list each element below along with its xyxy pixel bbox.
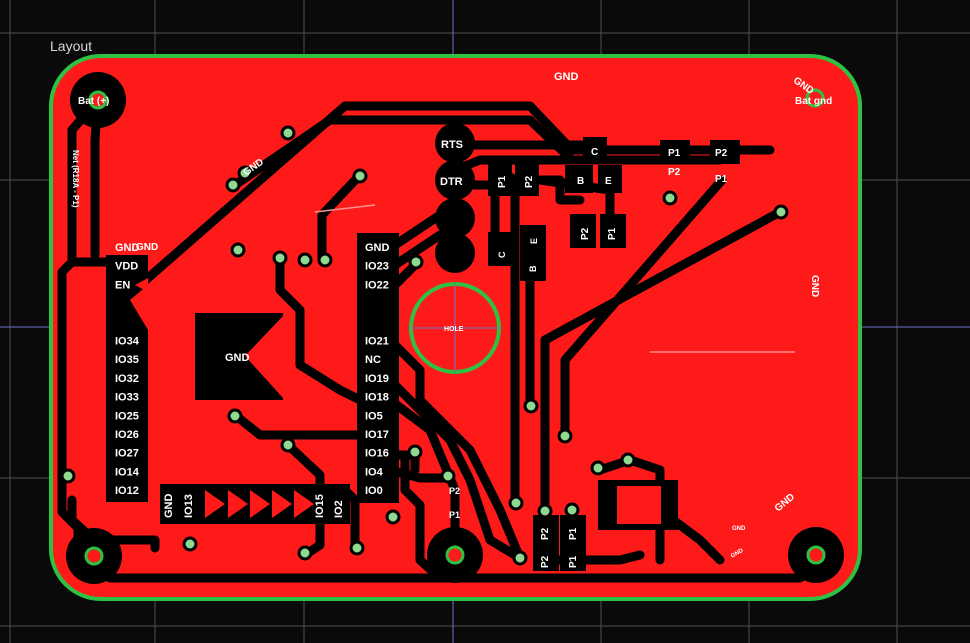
label-p2-v: P2 <box>524 175 535 188</box>
left-pin-io34: IO34 <box>115 336 140 348</box>
right-pin-io19: IO19 <box>365 373 389 385</box>
label-gnd-small1: GND <box>732 526 746 532</box>
ic-chip <box>598 480 678 530</box>
bottom-pin-gnd: GND <box>163 494 175 519</box>
corner-pads <box>66 72 844 584</box>
header-right <box>357 233 399 503</box>
label-gnd-right: GND <box>809 275 820 297</box>
left-pin-io32: IO32 <box>115 373 139 385</box>
label-hole: HOLE <box>444 326 464 333</box>
label-p2-mid: P2 <box>449 486 460 496</box>
left-pin-io12: IO12 <box>115 485 139 497</box>
right-pin-io22: IO22 <box>365 279 389 291</box>
left-pin-io25: IO25 <box>115 410 139 422</box>
right-pin-io4: IO4 <box>365 466 384 478</box>
bottom-pin-io15: IO15 <box>314 494 326 518</box>
bottom-pin-io2: IO2 <box>333 500 345 518</box>
label-c2: C <box>497 251 507 258</box>
right-pin-io17: IO17 <box>365 429 389 441</box>
header-left <box>106 255 148 502</box>
label-gnd-pad: GND <box>225 352 250 364</box>
label-p2-a: P2 <box>540 527 551 540</box>
label-gnd-top: GND <box>554 71 579 83</box>
label-p1-right: P1 <box>715 174 728 185</box>
label-p2-v2: P2 <box>580 227 591 240</box>
label-p2-right: P2 <box>668 167 681 178</box>
left-pin-io27: IO27 <box>115 448 139 460</box>
right-pin-io21: IO21 <box>365 336 389 348</box>
label-p1-c: P1 <box>568 555 579 568</box>
vias <box>60 125 789 566</box>
rts-dtr-pads <box>435 123 475 273</box>
right-pin-gnd: GND <box>365 242 390 254</box>
label-p2-top: P2 <box>715 148 728 159</box>
label-bat-plus: Bat (+) <box>78 96 109 107</box>
left-pin-gnd: GND <box>115 242 140 254</box>
label-p1-v2: P1 <box>607 227 618 240</box>
left-pin-en: EN <box>115 279 130 291</box>
right-pin-io16: IO16 <box>365 448 389 460</box>
mounting-hole <box>409 282 501 374</box>
gnd-pad[interactable] <box>195 313 283 400</box>
label-p1-v: P1 <box>497 175 508 188</box>
left-pin-io35: IO35 <box>115 354 139 366</box>
right-pin-io0: IO0 <box>365 485 383 497</box>
header-bottom <box>160 484 350 524</box>
left-pin-vdd: VDD <box>115 261 138 273</box>
label-rts: RTS <box>441 139 463 151</box>
label-c1: C <box>591 147 598 158</box>
panel-title: Layout <box>50 38 93 54</box>
left-pin-io26: IO26 <box>115 429 139 441</box>
label-e2: E <box>529 238 539 244</box>
left-pin-io33: IO33 <box>115 392 139 404</box>
label-b1: B <box>577 176 584 187</box>
header-left-extra-label: GND <box>136 242 158 253</box>
label-net: Net (R18A - P1) <box>71 150 80 208</box>
label-p2-b: P2 <box>540 555 551 568</box>
label-p1-mid: P1 <box>449 510 460 520</box>
label-bat-gnd: Bat gnd <box>795 96 832 107</box>
transistor-pads <box>488 137 740 571</box>
header-left-labels: GND VDD EN IO34IO35IO32IO33IO25IO26IO27IO14… <box>115 242 140 497</box>
bottom-pin-io13: IO13 <box>183 494 195 518</box>
label-p1-top: P1 <box>668 148 681 159</box>
left-pin-io14: IO14 <box>115 466 140 478</box>
label-e1: E <box>605 176 612 187</box>
label-dtr: DTR <box>440 176 463 188</box>
right-pin-io23: IO23 <box>365 261 389 273</box>
right-pin-io18: IO18 <box>365 392 389 404</box>
label-p1-a: P1 <box>568 527 579 540</box>
header-bottom-labels: GND IO13 IO15 IO2 <box>163 494 345 519</box>
right-pin-nc: NC <box>365 354 381 366</box>
right-pin-io5: IO5 <box>365 410 383 422</box>
label-b2: B <box>528 265 538 272</box>
silkscreen-lines <box>314 204 795 353</box>
